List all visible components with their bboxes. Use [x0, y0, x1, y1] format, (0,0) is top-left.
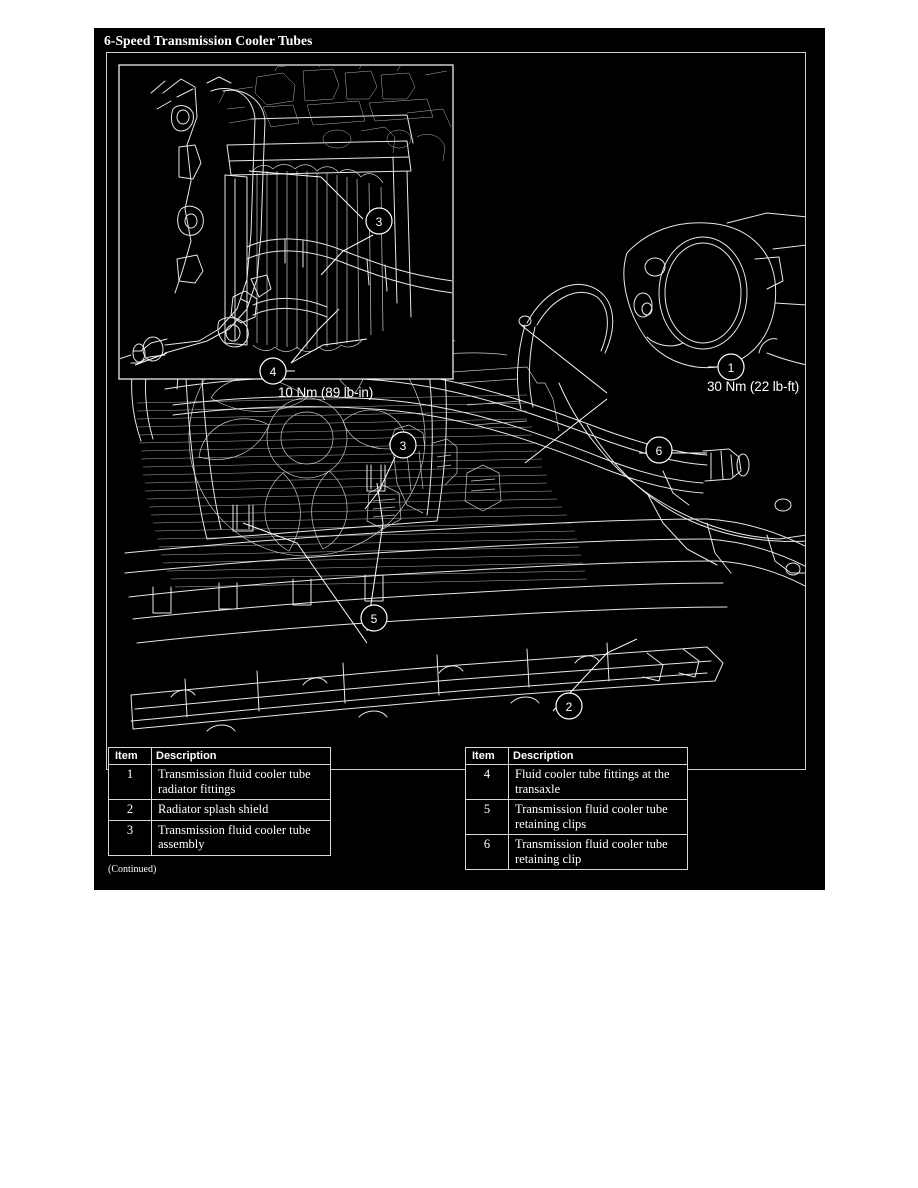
table-row: 2 Radiator splash shield: [108, 799, 331, 821]
cell-description: Transmission fluid cooler tube assembly: [151, 819, 331, 856]
main-callout-5-label: 5: [371, 612, 378, 626]
page-title: 6-Speed Transmission Cooler Tubes: [104, 33, 313, 48]
inset-detail-view: [118, 64, 454, 380]
continued-note: (Continued): [108, 864, 157, 875]
inset-callout-3: 3: [365, 207, 393, 235]
table-header-row: Item Description: [465, 747, 688, 765]
inset-tube-fittings: [217, 274, 272, 348]
cell-item: 1: [108, 764, 152, 800]
cell-description: Transmission fluid cooler tube retaining…: [508, 799, 688, 835]
engine-accessory-cluster: [366, 424, 502, 530]
main-callout-2: 2: [555, 692, 583, 720]
main-callout-1: 1: [708, 353, 745, 381]
callout-bubbles: 3 4 1 3 6: [259, 207, 745, 720]
cell-item: 4: [465, 764, 509, 800]
torque-spec-label-1: 30 Nm (22 lb-ft): [707, 379, 800, 394]
inset-callout-3-label: 3: [376, 215, 383, 229]
front-bumper-reinforcement: [124, 518, 728, 644]
column-header-description: Description: [151, 747, 331, 765]
parts-table-right: Item Description 4 Fluid cooler tube fit…: [465, 747, 688, 870]
inset-callout-4-label: 4: [270, 365, 277, 379]
cell-item: 6: [465, 834, 509, 870]
column-header-description: Description: [508, 747, 688, 765]
cell-description: Fluid cooler tube fittings at the transa…: [508, 764, 688, 800]
table-header-row: Item Description: [108, 747, 331, 765]
callout-leader-lines: [134, 170, 707, 712]
main-callout-1-label: 1: [728, 361, 735, 375]
main-callout-3: 3: [389, 431, 417, 459]
table-row: 6 Transmission fluid cooler tube retaini…: [465, 834, 688, 870]
transaxle-bell-housing: [623, 212, 805, 369]
main-view-artwork: [124, 212, 805, 732]
bumper-cover-right: [706, 518, 805, 587]
inset-cooler-tube: [120, 76, 266, 364]
exploded-view-illustration: 3 4 1 3 6: [118, 64, 805, 732]
parts-table-left: Item Description 1 Transmission fluid co…: [108, 747, 331, 856]
cell-item: 3: [108, 819, 152, 856]
cell-item: 5: [465, 799, 509, 835]
main-callout-5: 5: [360, 604, 388, 632]
inset-radiator-core: [252, 164, 384, 352]
main-callout-2-label: 2: [566, 700, 573, 714]
cell-description: Transmission fluid cooler tube retaining…: [508, 834, 688, 870]
table-row: 4 Fluid cooler tube fittings at the tran…: [465, 764, 688, 800]
main-callout-3-label: 3: [400, 439, 407, 453]
main-callout-6-label: 6: [656, 444, 663, 458]
cooling-fan-assembly: [188, 319, 426, 557]
cell-description: Radiator splash shield: [151, 799, 331, 821]
inset-callout-4: 4: [259, 357, 295, 385]
table-row: 3 Transmission fluid cooler tube assembl…: [108, 819, 331, 856]
column-header-item: Item: [108, 747, 152, 765]
cooler-tube-retaining-clips: [232, 464, 386, 532]
transaxle-lower-body: [558, 382, 805, 576]
cooler-return-line: [517, 283, 614, 410]
cooler-tube-transaxle-fittings: [702, 448, 750, 482]
radiator-splash-shield: [130, 642, 724, 732]
inset-radiator-frame: [224, 114, 414, 346]
radiator-core-hatching: [136, 394, 588, 588]
table-row: 5 Transmission fluid cooler tube retaini…: [465, 799, 688, 835]
torque-spec-label-4: 10 Nm (89 lb-in): [278, 385, 374, 400]
document-content-panel: 6-Speed Transmission Cooler Tubes: [94, 28, 825, 890]
column-header-item: Item: [465, 747, 509, 765]
main-callout-6: 6: [645, 436, 673, 464]
table-row: 1 Transmission fluid cooler tube radiato…: [108, 764, 331, 800]
inset-frame-bracket: [150, 78, 204, 294]
cell-description: Transmission fluid cooler tube radiator …: [151, 764, 331, 800]
inset-lower-cooler-tube: [246, 238, 452, 318]
illustration-frame: 3 4 1 3 6: [106, 52, 806, 770]
cell-item: 2: [108, 799, 152, 821]
